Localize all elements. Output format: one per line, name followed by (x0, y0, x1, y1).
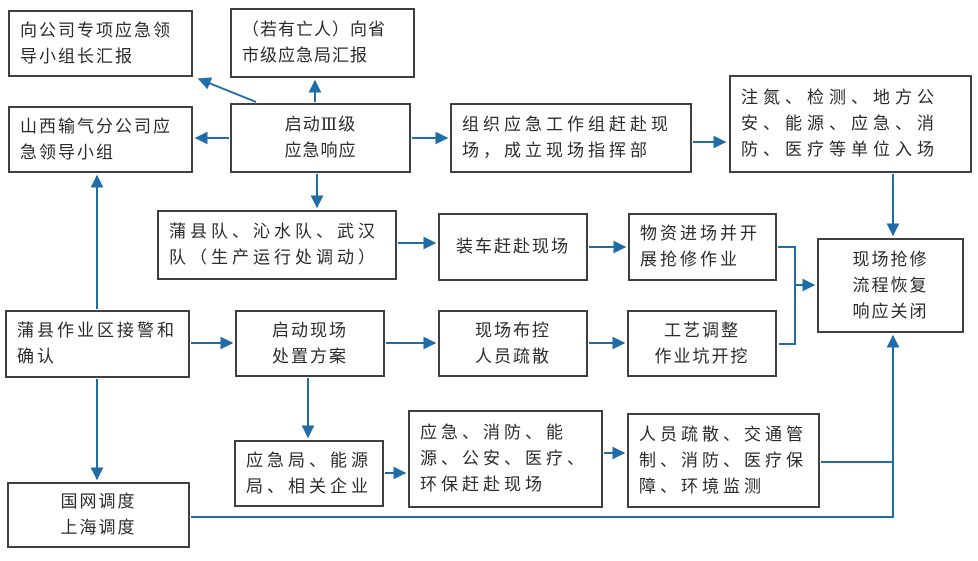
node-label: 蒲县作业区接警和 确认 (17, 321, 177, 367)
node-label: 工艺调整 作业坑开挖 (654, 320, 750, 367)
node-label: 启动Ⅲ级 应急响应 (284, 115, 357, 161)
node-label: 物资进场并开 展抢修作业 (640, 224, 760, 270)
node-level3-response: 启动Ⅲ级 应急响应 (230, 103, 411, 173)
node-work-group-command: 组织应急工作组赶赴现 场，成立现场指挥部 (450, 103, 692, 173)
node-label: 现场布控 人员疏散 (475, 320, 551, 367)
node-onsite-disposal-plan: 启动现场 处置方案 (235, 310, 385, 377)
bracket-materials-process (778, 246, 796, 345)
node-closure: 现场抢修 流程恢复 响应关闭 (817, 238, 964, 333)
node-grid-dispatch: 国网调度 上海调度 (7, 482, 190, 548)
node-local-support-actions: 人员疏散、交通管 制、消防、医疗保 障、环境监测 (627, 413, 820, 508)
node-site-control-evacuate: 现场布控 人员疏散 (438, 310, 588, 377)
node-bureaus-arrive-site: 应急、消防、能 源、公安、医疗、 环保赶赴现场 (408, 410, 603, 508)
node-local-bureaus: 应急局、能源 局、相关企业 (234, 440, 384, 507)
node-label: 注氮、检测、地方公 安、能源、应急、消 防、医疗等单位入场 (741, 88, 939, 160)
node-report-province-city: （若有亡人）向省 市级应急局汇报 (230, 8, 415, 78)
node-label: 蒲县队、沁水队、武汉 队（生产运行处调动） (169, 222, 379, 268)
node-materials-repair: 物资进场并开 展抢修作业 (628, 213, 777, 281)
node-label: 组织应急工作组赶赴现 场，成立现场指挥部 (462, 115, 672, 161)
node-label: 装车赶赴现场 (456, 237, 570, 257)
node-load-and-go: 装车赶赴现场 (438, 213, 588, 281)
arrow-level3-to-report-leader (197, 77, 257, 103)
node-label: 人员疏散、交通管 制、消防、医疗保 障、环境监测 (639, 424, 807, 497)
node-label: （若有亡人）向省 市级应急局汇报 (242, 20, 386, 66)
node-process-adjust-pit: 工艺调整 作业坑开挖 (627, 310, 777, 377)
node-units-enter-site: 注氮、检测、地方公 安、能源、应急、消 防、医疗等单位入场 (729, 75, 972, 173)
node-label: 国网调度 上海调度 (60, 492, 137, 538)
node-label: 应急局、能源 局、相关企业 (246, 450, 372, 497)
node-report-company-leader: 向公司专项应急领 导小组长汇报 (8, 10, 193, 77)
node-label: 启动现场 处置方案 (272, 320, 348, 367)
node-label: 向公司专项应急领 导小组长汇报 (20, 20, 172, 67)
node-label: 应急、消防、能 源、公安、医疗、 环保赶赴现场 (420, 423, 588, 495)
node-shanxi-leading-group: 山西输气分公司应 急领导小组 (8, 106, 193, 173)
node-label: 山西输气分公司应 急领导小组 (20, 116, 172, 163)
node-rescue-teams: 蒲县队、沁水队、武汉 队（生产运行处调动） (157, 210, 397, 280)
arrow-dispatch-to-closure (191, 334, 900, 518)
node-label: 现场抢修 流程恢复 响应关闭 (852, 249, 929, 322)
node-puxian-alarm-confirm: 蒲县作业区接警和 确认 (5, 310, 190, 378)
